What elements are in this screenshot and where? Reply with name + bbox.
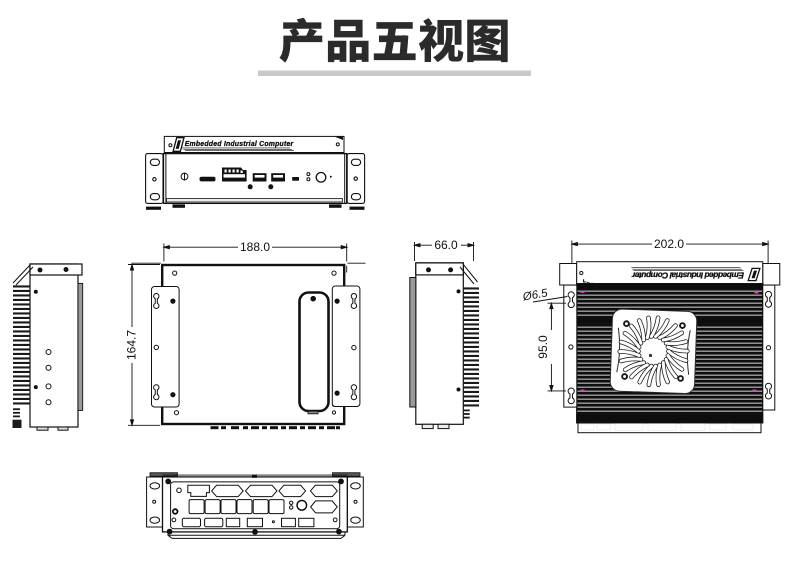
svg-text:Embedded Industrial Computer: Embedded Industrial Computer [185,141,294,148]
svg-text:Ø6.5: Ø6.5 [521,287,549,303]
svg-text:164.7: 164.7 [125,330,139,360]
svg-text:188.0: 188.0 [240,240,270,254]
svg-text:Embedded Industrial Computer: Embedded Industrial Computer [631,271,744,281]
svg-text:95.0: 95.0 [536,335,550,359]
svg-text:66.0: 66.0 [434,238,458,252]
svg-text:202.0: 202.0 [654,237,684,251]
